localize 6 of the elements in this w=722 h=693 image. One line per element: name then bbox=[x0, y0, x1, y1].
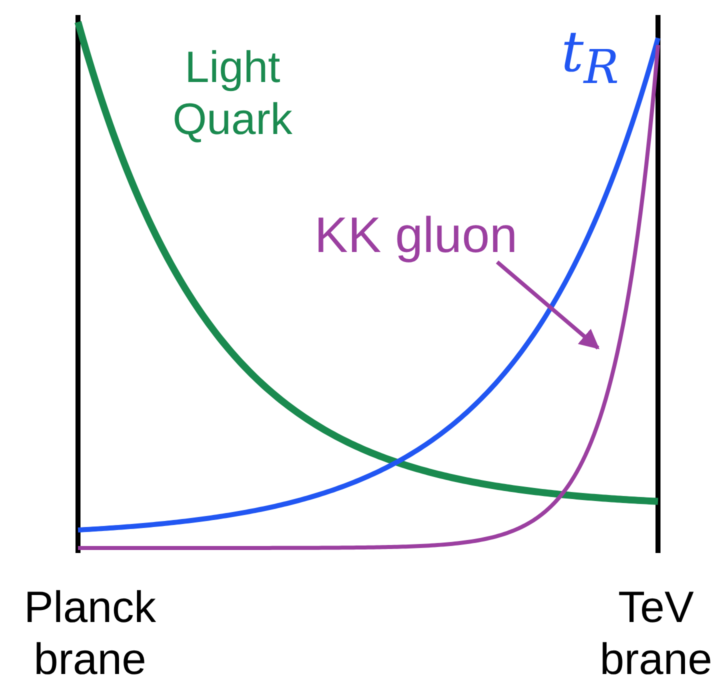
axis-label: TeV brane bbox=[598, 582, 714, 686]
leader-arrow bbox=[496, 260, 600, 350]
curve-label: Light Quark bbox=[172, 42, 294, 146]
curve-label: KK gluon bbox=[300, 206, 532, 262]
curve-label: t$_{R}$ bbox=[560, 19, 620, 98]
axis-label: Planck brane bbox=[22, 582, 158, 686]
